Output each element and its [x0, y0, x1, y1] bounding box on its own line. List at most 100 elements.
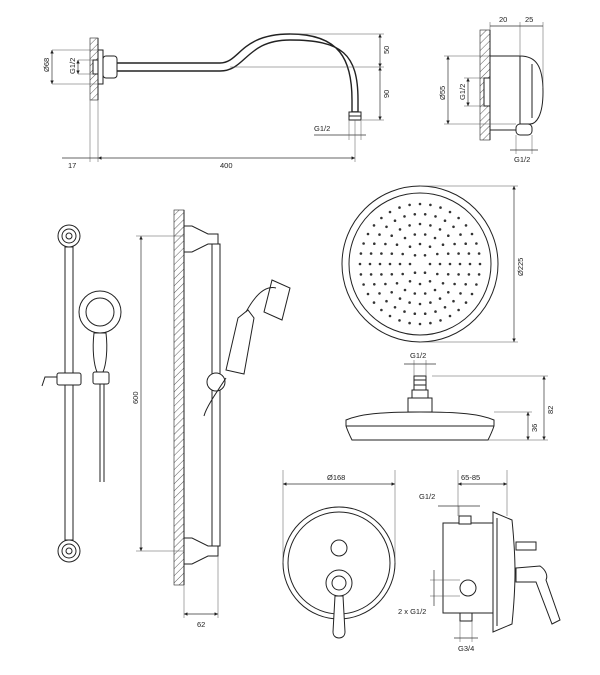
nozzle — [446, 252, 450, 255]
nozzle — [418, 222, 422, 226]
dim-mixer-outlet: G3/4 — [458, 644, 474, 653]
nozzle — [403, 310, 406, 313]
nozzle — [458, 262, 462, 266]
nozzle — [372, 224, 376, 227]
lever-hub — [325, 569, 353, 597]
nozzle — [464, 242, 468, 245]
dim-wall-offset: 17 — [68, 161, 76, 170]
nozzle — [423, 271, 427, 275]
nozzle — [403, 215, 406, 218]
nozzle — [457, 308, 460, 312]
dim-rail-projection: 62 — [197, 620, 205, 629]
nozzle — [388, 314, 392, 318]
shower-head-top-view: Ø225 — [341, 185, 525, 343]
dim-length: 400 — [220, 161, 233, 170]
nozzle — [362, 283, 365, 286]
nozzle — [413, 213, 417, 216]
nozzle — [408, 224, 411, 227]
nozzle — [457, 252, 460, 255]
nozzle — [423, 254, 427, 257]
dim-rise: 50 — [382, 46, 391, 54]
nozzle — [433, 288, 437, 292]
nozzle — [475, 283, 478, 286]
hand-shower-face — [78, 290, 122, 334]
rail-top-bracket — [57, 224, 81, 248]
nozzle — [408, 301, 411, 304]
nozzle — [452, 299, 455, 303]
mixer-side-port — [459, 579, 477, 597]
nozzle — [385, 299, 388, 303]
dim-depth-range: 65-85 — [461, 473, 480, 482]
head-connector-nut — [407, 397, 433, 413]
rail-bar — [64, 246, 74, 541]
nozzle — [457, 273, 460, 276]
nozzle — [398, 319, 401, 322]
nozzle — [413, 254, 417, 257]
nozzle — [459, 292, 462, 295]
dim-elbow-outlet: G1/2 — [514, 155, 530, 164]
nozzle — [423, 213, 427, 216]
nozzle — [453, 242, 456, 246]
nozzle — [373, 242, 376, 245]
mixer-top-port — [458, 515, 472, 525]
nozzle — [464, 301, 468, 304]
head-outer-rim — [341, 185, 499, 343]
nozzle — [378, 233, 381, 236]
nozzle — [366, 232, 370, 236]
dim-rail-height: 600 — [131, 391, 140, 404]
nozzle — [378, 292, 381, 295]
nozzle — [408, 203, 411, 207]
arm-tube — [117, 33, 359, 113]
nozzle — [429, 321, 432, 325]
dim-head-body-height: 36 — [530, 424, 539, 432]
nozzle — [418, 282, 422, 286]
nozzle — [477, 273, 481, 276]
side-rail-bar — [211, 243, 221, 547]
nozzle — [393, 306, 397, 309]
nozzle — [390, 234, 394, 237]
nozzle — [438, 228, 442, 231]
nozzle — [413, 271, 417, 275]
mixer-bottom-port — [459, 612, 473, 622]
side-slider — [206, 372, 226, 392]
elbow-outlet — [515, 123, 533, 136]
dim-plate-diameter: Ø168 — [327, 473, 345, 482]
nozzle — [395, 282, 399, 285]
nozzle — [439, 319, 442, 322]
nozzle — [478, 262, 482, 266]
nozzle — [388, 210, 392, 214]
side-hand-shower — [225, 309, 255, 375]
nozzle — [438, 262, 442, 266]
nozzle — [373, 283, 376, 286]
dim-side-threads: 2 x G1/2 — [398, 607, 426, 616]
nozzle — [408, 245, 412, 248]
dim-head-thread: G1/2 — [410, 351, 426, 360]
nozzle — [423, 312, 427, 316]
nozzle — [359, 273, 363, 276]
nozzle — [413, 312, 417, 316]
nozzle — [359, 252, 363, 255]
nozzle — [429, 301, 432, 304]
hand-shower-handle — [92, 332, 108, 373]
mixer-cover-plate — [492, 511, 516, 633]
nozzle — [464, 224, 468, 227]
dim-flange-thread: G1/2 — [68, 58, 77, 74]
nozzle — [443, 219, 447, 222]
nozzle — [385, 225, 388, 229]
nozzle — [434, 215, 437, 218]
side-diverter — [515, 541, 537, 551]
head-connector-thread — [413, 375, 427, 391]
nozzle — [418, 322, 422, 326]
nozzle — [413, 292, 417, 295]
nozzle — [398, 206, 401, 209]
nozzle — [403, 236, 407, 240]
wall-elbow-view: 20 25 Ø55 G1/2 G1/2 — [438, 15, 544, 164]
nozzle — [380, 308, 383, 312]
flange-thread — [92, 59, 99, 75]
nozzle — [452, 225, 455, 229]
side-shower-head — [263, 279, 291, 321]
nozzle — [380, 252, 383, 255]
dim-flange-diameter: Ø68 — [42, 58, 51, 72]
elbow-body — [489, 55, 544, 131]
side-lever — [515, 565, 561, 625]
